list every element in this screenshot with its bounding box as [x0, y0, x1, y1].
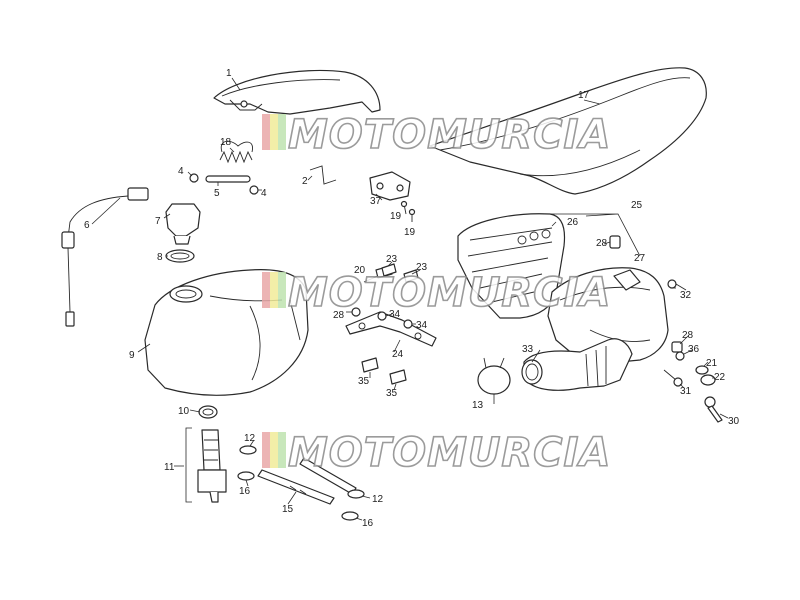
part-5-pin [205, 175, 251, 183]
part-37-bracket [369, 171, 411, 201]
callout-19-a: 19 [390, 211, 402, 222]
callout-26: 26 [567, 217, 579, 228]
part-25-leader [548, 213, 641, 257]
part-13-hose-clamp [477, 357, 511, 395]
callout-22: 22 [714, 372, 726, 383]
part-11-bracket-line [185, 427, 192, 503]
callout-32: 32 [680, 290, 692, 301]
callout-8: 8 [157, 252, 163, 263]
callout-24: 24 [392, 349, 404, 360]
watermark-text-2: MOTOMURCIA [288, 270, 611, 316]
callout-28-top: 28 [596, 238, 608, 249]
callout-15: 15 [282, 504, 294, 515]
part-27-cover [613, 269, 641, 291]
watermark-2: MOTOMURCIA [262, 269, 611, 317]
callout-7: 7 [155, 216, 161, 227]
callout-1: 1 [226, 68, 232, 79]
callout-11: 11 [164, 462, 175, 473]
part-22-bushing [700, 374, 716, 386]
callout-23-b: 23 [416, 262, 428, 273]
part-35-clip-a [361, 357, 379, 373]
part-32-screw [667, 279, 687, 291]
callout-17: 17 [578, 90, 590, 101]
callout-34-b: 34 [416, 320, 428, 331]
part-11-fuel-valve [197, 429, 227, 503]
part-16-clamp-b [341, 511, 359, 521]
part-18-spring [219, 140, 253, 164]
callout-2: 2 [302, 176, 308, 187]
callout-28-left: 28 [333, 310, 345, 321]
callout-13: 13 [472, 400, 484, 411]
part-7-fuel-cap [165, 203, 201, 245]
part-17-seat [429, 67, 707, 195]
part-1-cover [213, 69, 381, 115]
part-23-bracket-a [381, 263, 397, 277]
part-25-airbox [547, 267, 669, 365]
callout-23-a: 23 [386, 254, 398, 265]
part-36-washer [675, 351, 685, 361]
callout-35-a: 35 [358, 376, 370, 387]
callout-36: 36 [688, 344, 700, 355]
part-19-screw-b [408, 208, 416, 222]
callout-35-b: 35 [386, 388, 398, 399]
part-6-fuel-sensor [61, 187, 149, 327]
part-24-bracket-plate [345, 311, 437, 347]
callout-21: 21 [706, 358, 718, 369]
part-4-clip-right [249, 185, 259, 195]
callout-10: 10 [178, 406, 190, 417]
part-30-bolt [704, 396, 723, 423]
callout-34-a: 34 [389, 309, 401, 320]
callout-30: 30 [728, 416, 740, 427]
part-8-gasket [165, 249, 195, 263]
callout-6: 6 [84, 220, 90, 231]
part-12-clamp-a [239, 445, 257, 455]
part-19-screw-a [400, 200, 408, 215]
callout-5: 5 [214, 188, 220, 199]
callout-28-right: 28 [682, 330, 694, 341]
part-12-clamp-b [347, 489, 365, 499]
callout-4-right: 4 [261, 188, 267, 199]
part-21-grommet [695, 365, 709, 375]
part-10-ring [198, 405, 218, 419]
part-31-bolt [663, 369, 683, 387]
callout-18: 18 [220, 137, 232, 148]
part-35-clip-b [389, 369, 407, 385]
watermark-3: MOTOMURCIA [262, 429, 611, 477]
part-33-intake-duct [521, 338, 633, 391]
leader-lines [91, 77, 729, 521]
callout-16-left: 16 [239, 486, 251, 497]
callout-19-b: 19 [404, 227, 416, 238]
part-26-air-filter [457, 213, 566, 319]
callout-9: 9 [129, 350, 135, 361]
callout-33: 33 [522, 344, 534, 355]
callout-16-right: 16 [362, 518, 374, 529]
watermark-text-3: MOTOMURCIA [288, 430, 611, 476]
part-16-clamp-a [237, 471, 255, 481]
part-34-washer-b [403, 319, 413, 329]
callout-20: 20 [354, 265, 366, 276]
callout-37: 37 [370, 196, 382, 207]
part-28-nut-right [671, 341, 683, 353]
part-15-fuel-hose [257, 457, 357, 505]
watermark-1: MOTOMURCIA [262, 111, 611, 159]
callout-27: 27 [634, 253, 646, 264]
part-28-nut-top [609, 235, 621, 249]
watermark-text-1: MOTOMURCIA [288, 112, 611, 158]
callout-labels: 1 2 4 5 4 6 7 8 9 10 11 12 16 12 16 15 1… [84, 68, 740, 529]
callout-31: 31 [680, 386, 692, 397]
callout-12-left: 12 [244, 433, 256, 444]
callout-25: 25 [631, 200, 643, 211]
callout-12-right: 12 [372, 494, 384, 505]
callout-4-left: 4 [178, 166, 184, 177]
part-2-bracket [309, 165, 337, 185]
